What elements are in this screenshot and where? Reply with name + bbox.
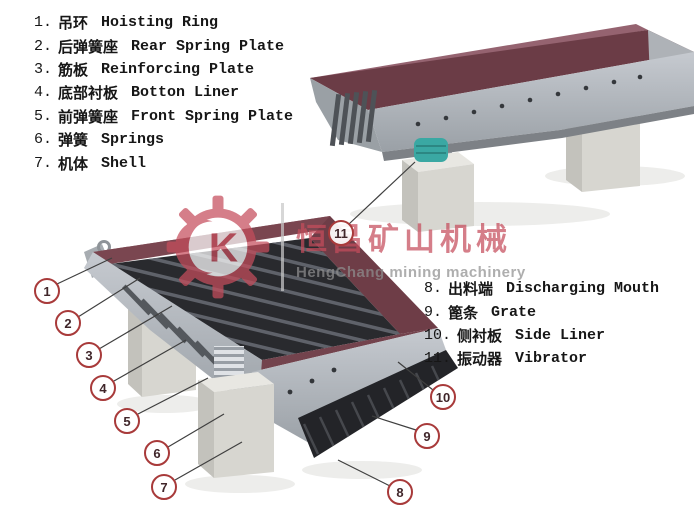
- callout-1: 1: [34, 278, 60, 304]
- part-name-en: Side Liner: [515, 326, 606, 344]
- part-name-cn: 出料端: [448, 282, 494, 300]
- logo-letter: K: [209, 225, 238, 271]
- part-name-en: Front Spring Plate: [131, 107, 294, 125]
- part-name-cn: 机体: [58, 156, 89, 174]
- callout-6: 6: [144, 440, 170, 466]
- part-name-en: Botton Liner: [131, 84, 240, 102]
- part-number: 7.: [34, 154, 53, 172]
- part-name-cn: 筋板: [58, 62, 89, 80]
- part-number: 5.: [34, 107, 53, 125]
- part-name-en: Vibrator: [515, 350, 588, 368]
- part-name-cn: 振动器: [457, 352, 503, 370]
- callout-5: 5: [114, 408, 140, 434]
- part-name-en: Discharging Mouth: [506, 280, 660, 298]
- callout-3: 3: [76, 342, 102, 368]
- vibrator-part: [414, 138, 448, 162]
- callout-7: 7: [151, 474, 177, 500]
- part-row-7: 7. 机体 Shell: [34, 151, 293, 174]
- parts-list-left: 1. 吊环 Hoisting Ring 2. 后弹簧座 Rear Spring Plat…: [34, 11, 293, 175]
- part-number: 4.: [34, 84, 53, 102]
- callout-2: 2: [55, 310, 81, 336]
- part-name-cn: 前弹簧座: [58, 109, 119, 127]
- part-row-4: 4. 底部衬板 Botton Liner: [34, 81, 293, 104]
- part-number: 11.: [424, 350, 452, 368]
- part-row-3: 3. 筋板 Reinforcing Plate: [34, 58, 293, 81]
- part-row-1: 1. 吊环 Hoisting Ring: [34, 11, 293, 34]
- callout-4: 4: [90, 375, 116, 401]
- part-name-cn: 后弹簧座: [58, 39, 119, 57]
- part-number: 8.: [424, 280, 443, 298]
- part-row-2: 2. 后弹簧座 Rear Spring Plate: [34, 34, 293, 57]
- part-name-en: Reinforcing Plate: [101, 60, 255, 78]
- part-row-8: 8. 出料端 Discharging Mouth: [424, 277, 659, 300]
- part-name-en: Rear Spring Plate: [131, 37, 285, 55]
- part-row-10: 10. 侧衬板 Side Liner: [424, 324, 659, 347]
- part-name-en: Hoisting Ring: [101, 14, 219, 32]
- gear-logo-icon: K: [166, 195, 270, 299]
- part-name-cn: 弹簧: [58, 133, 89, 151]
- callout-10: 10: [430, 384, 456, 410]
- part-row-5: 5. 前弹簧座 Front Spring Plate: [34, 105, 293, 128]
- part-name-en: Springs: [101, 131, 165, 149]
- part-number: 6.: [34, 131, 53, 149]
- part-number: 1.: [34, 14, 53, 32]
- part-number: 9.: [424, 303, 443, 321]
- part-name-cn: 底部衬板: [58, 86, 119, 104]
- spring-part: [214, 346, 244, 384]
- callout-8: 8: [387, 479, 413, 505]
- parts-list-right: 8. 出料端 Discharging Mouth 9. 篦条 Grate 10. 侧衬板 S…: [424, 277, 659, 371]
- callout-11: 11: [328, 220, 354, 246]
- part-name-en: Shell: [101, 154, 147, 172]
- callout-9: 9: [414, 423, 440, 449]
- part-name-en: Grate: [491, 303, 537, 321]
- part-row-6: 6. 弹簧 Springs: [34, 128, 293, 151]
- part-name-cn: 吊环: [58, 16, 89, 34]
- hoisting-ring-part: [97, 240, 111, 254]
- part-number: 3.: [34, 60, 53, 78]
- part-name-cn: 侧衬板: [457, 328, 503, 346]
- part-number: 2.: [34, 37, 53, 55]
- part-row-11: 11. 振动器 Vibrator: [424, 347, 659, 370]
- part-number: 10.: [424, 326, 452, 344]
- part-name-cn: 篦条: [448, 305, 479, 323]
- part-row-9: 9. 篦条 Grate: [424, 300, 659, 323]
- watermark-divider: [281, 203, 284, 291]
